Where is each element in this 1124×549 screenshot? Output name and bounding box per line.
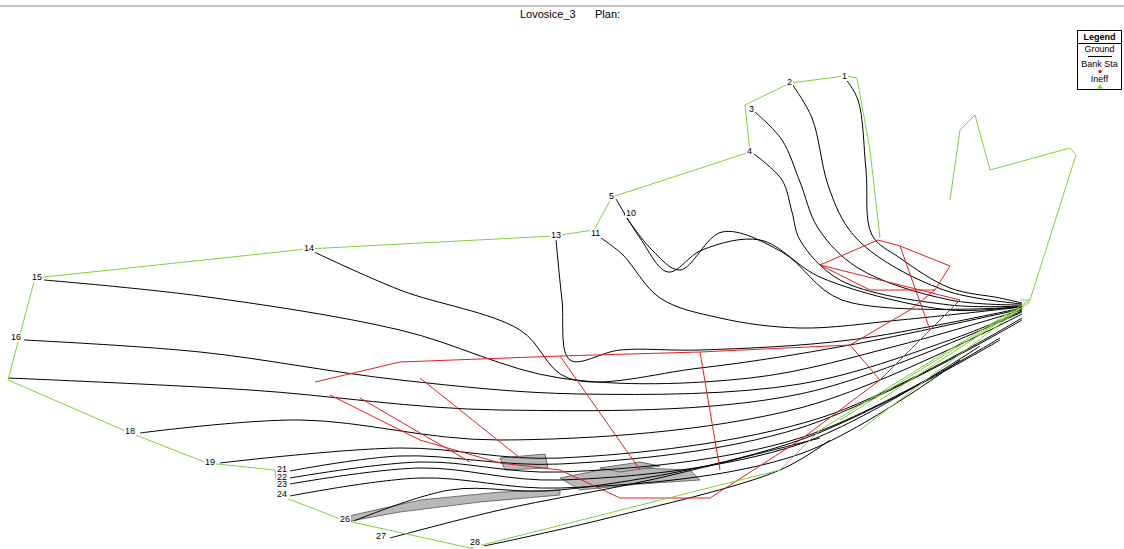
boundary-line <box>860 305 1025 430</box>
cross-section <box>140 314 1022 440</box>
bank-line <box>820 265 960 300</box>
plan-label: Plan: <box>595 9 620 20</box>
boundary-line <box>8 76 880 380</box>
cross-section <box>354 340 1000 521</box>
cross-section <box>290 338 1000 478</box>
ineffective-area <box>340 490 560 522</box>
cross-section <box>598 236 1022 328</box>
legend: LegendGroundBank StaIneff <box>1077 30 1122 90</box>
legend-text: Bank Sta <box>1078 59 1121 69</box>
cross-section <box>290 320 1022 471</box>
bank-line <box>560 356 640 470</box>
legend-text: Ground <box>1078 44 1121 54</box>
boundary-line <box>470 300 1030 548</box>
cross-section <box>556 240 1022 362</box>
cross-section <box>845 78 1022 303</box>
cross-section <box>220 318 1022 463</box>
section-number: 19 <box>204 458 216 467</box>
cross-section <box>312 251 1022 382</box>
section-number: 24 <box>276 490 288 499</box>
cross-section <box>754 154 1022 307</box>
model-boundary <box>8 76 1076 548</box>
cross-section <box>616 199 1022 311</box>
bank-line <box>360 398 470 462</box>
legend-sample <box>1085 69 1115 74</box>
bank-line <box>330 300 960 498</box>
bank-line <box>850 345 880 380</box>
cross-section <box>24 311 1022 394</box>
bank-line <box>700 352 720 470</box>
ineffective-area <box>600 462 660 472</box>
bank-line <box>900 246 930 330</box>
section-number: 16 <box>10 333 22 342</box>
bank-lines <box>315 240 960 498</box>
legend-heading: Legend <box>1078 31 1121 44</box>
boundary-line <box>950 115 975 200</box>
bank-line <box>420 378 520 458</box>
top-rule <box>0 6 1124 7</box>
section-number: 1 <box>841 72 848 81</box>
plot-title: Lovosice_3 <box>520 9 576 20</box>
section-number: 15 <box>31 273 43 282</box>
legend-text: Ineff <box>1078 74 1121 84</box>
section-number: 27 <box>375 532 387 541</box>
boundary-line <box>975 115 1076 300</box>
legend-sample <box>1085 54 1115 59</box>
legend-entry: Bank Sta <box>1078 59 1121 74</box>
section-number: 4 <box>746 147 753 156</box>
cross-section <box>290 360 960 496</box>
legend-entry: Ground <box>1078 44 1121 59</box>
cross-section <box>484 440 830 546</box>
cross-section <box>8 312 1022 411</box>
cross-section <box>624 214 1022 309</box>
section-number: 14 <box>303 244 315 253</box>
section-number: 18 <box>124 427 136 436</box>
section-number: 5 <box>608 192 615 201</box>
legend-sample <box>1085 84 1115 89</box>
section-number: 13 <box>550 231 562 240</box>
section-number: 23 <box>276 480 288 489</box>
boundary-line <box>8 380 470 548</box>
boundary-line <box>880 302 1030 400</box>
section-number: 11 <box>590 229 601 238</box>
section-number: 3 <box>748 105 755 114</box>
section-number: 26 <box>339 515 351 524</box>
section-number: 28 <box>469 538 481 547</box>
boundary-line <box>840 308 1020 420</box>
section-number: 2 <box>786 78 793 87</box>
bank-line <box>315 240 950 382</box>
section-number: 10 <box>625 209 637 218</box>
legend-entry: Ineff <box>1078 74 1121 89</box>
cross-section <box>44 280 1022 384</box>
